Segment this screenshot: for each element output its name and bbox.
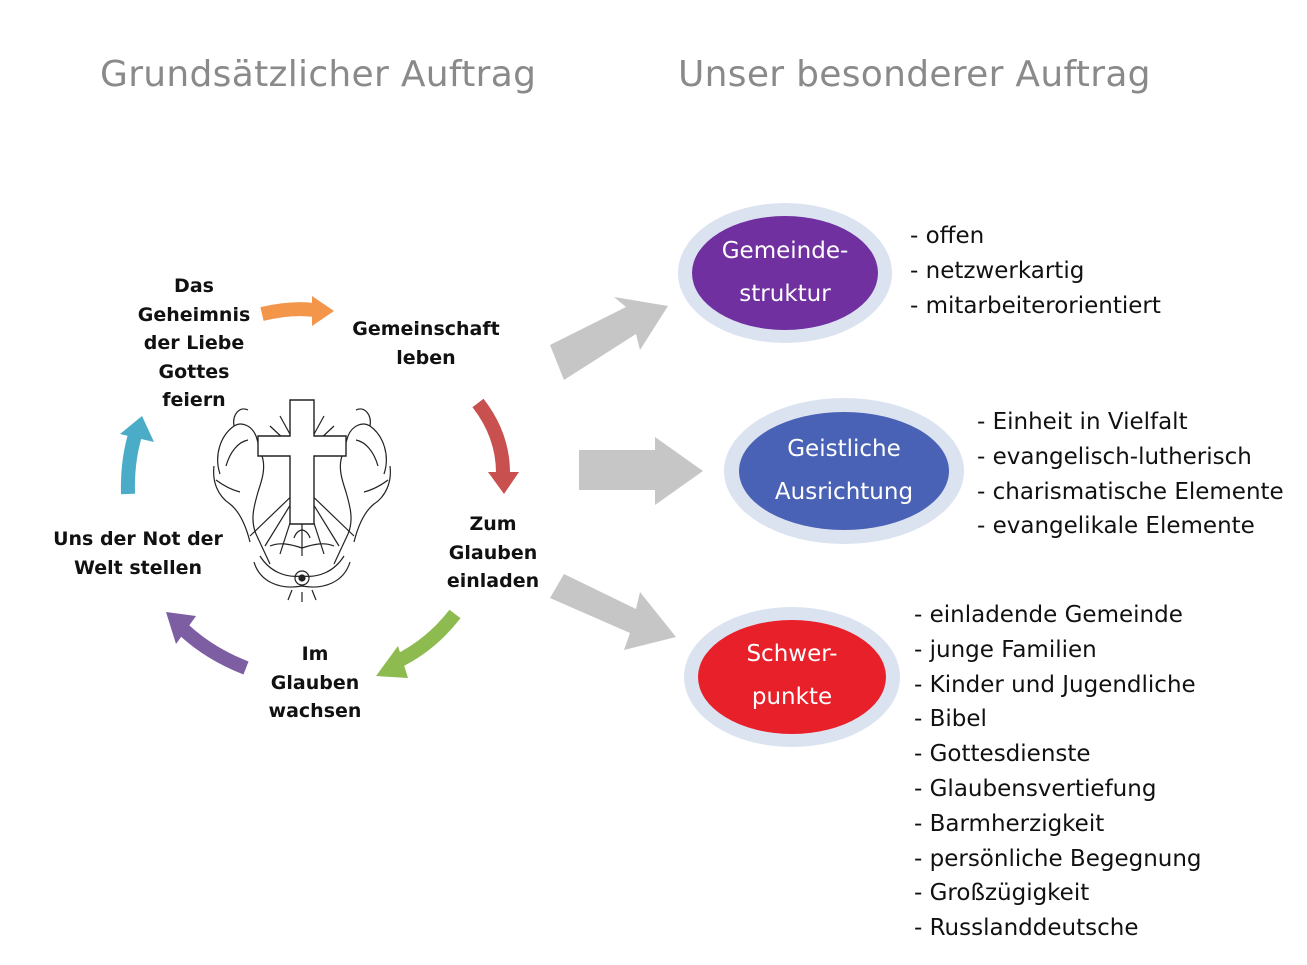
list-item: - offen <box>910 223 985 249</box>
cycle-arrow-orange <box>260 296 334 326</box>
list-gemeindestruktur: - offen - netzwerkartig - mitarbeiterorien… <box>910 219 1161 323</box>
list-item: - Einheit in Vielfalt <box>977 409 1188 435</box>
list-item: - Bibel <box>914 706 987 733</box>
list-item: - netzwerkartig <box>910 257 1085 284</box>
list-item: - evangelisch-lutherisch <box>977 443 1252 470</box>
cycle-label-celebrate: Das Geheimnis der Liebe Gottes feiern <box>137 275 251 411</box>
list-item: - Kinder und Jugendliche <box>914 671 1196 698</box>
list-item: - charismatische Elemente <box>977 478 1284 505</box>
list-item: - Glaubensvertiefung <box>914 775 1157 802</box>
oval-label-schwerpunkte: Schwer- punkte <box>746 641 838 710</box>
hands-cross-dove-icon <box>213 399 391 602</box>
list-item: - persönliche Begegnung <box>914 845 1202 872</box>
cycle-arrow-blue <box>120 416 154 495</box>
list-item: - Gottesdienste <box>914 741 1091 768</box>
cycle-arrow-green <box>376 609 461 678</box>
list-schwerpunkte: - einladende Gemeinde - junge Familien - K… <box>914 598 1202 946</box>
cycle-label-community: Gemeinschaft leben <box>352 318 500 369</box>
right-heading: Unser besonderer Auftrag <box>678 54 1151 95</box>
cycle-label-invite: Zum Glauben einladen <box>446 513 540 592</box>
oval-geistliche-ausrichtung <box>724 398 964 544</box>
cycle-label-need: Uns der Not der Welt stellen <box>53 528 223 579</box>
list-item: - Russlanddeutsche <box>914 915 1139 942</box>
cycle-label-grow: Im Glauben wachsen <box>268 643 362 722</box>
list-geistliche-ausrichtung: - Einheit in Vielfalt - evangelisch-luthe… <box>977 405 1284 544</box>
list-item: - Barmherzigkeit <box>914 810 1105 837</box>
list-item: - einladende Gemeinde <box>914 602 1183 628</box>
list-item: - Großzügigkeit <box>914 880 1090 907</box>
list-item: - mitarbeiterorientiert <box>910 292 1161 319</box>
oval-schwerpunkte <box>684 607 900 747</box>
cycle-arrow-red <box>472 398 519 494</box>
list-item: - evangelikale Elemente <box>977 513 1255 540</box>
branch-arrow-bottom <box>550 574 676 650</box>
oval-label-geistliche-ausrichtung: Geistliche Ausrichtung <box>774 436 914 505</box>
cycle-arrow-purple <box>166 612 249 675</box>
list-item: - junge Familien <box>914 636 1097 663</box>
left-heading: Grundsätzlicher Auftrag <box>100 54 537 95</box>
oval-label-gemeindestruktur: Gemeinde- struktur <box>721 238 849 307</box>
branch-arrow-top <box>550 297 668 380</box>
branch-arrow-middle <box>579 437 703 505</box>
oval-gemeindestruktur <box>678 203 892 343</box>
